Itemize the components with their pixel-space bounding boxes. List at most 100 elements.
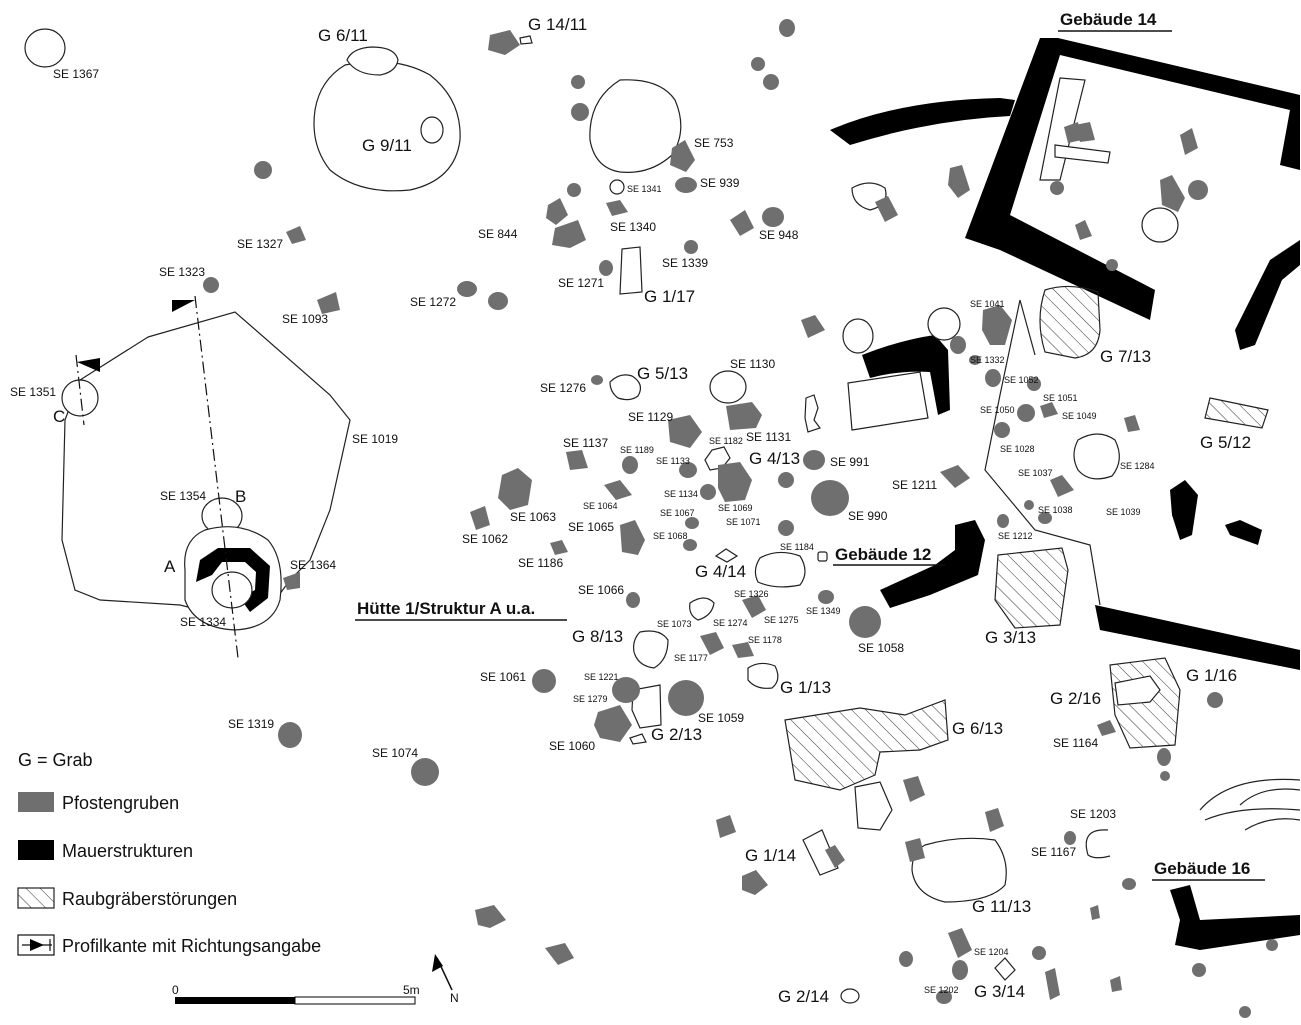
gebaeude-12-label: Gebäude 12 xyxy=(835,545,931,564)
disturbance-g7-13 xyxy=(1039,285,1101,359)
profile-letter-a: A xyxy=(164,557,176,576)
feature-label: SE 1131 xyxy=(746,430,791,444)
feature-label: SE 1028 xyxy=(1000,444,1035,454)
scale-bar-white xyxy=(294,996,416,1005)
feature-label: SE 1019 xyxy=(352,432,398,446)
feature-label: SE 1167 xyxy=(1031,845,1076,859)
post-pits xyxy=(203,19,1278,1018)
feature-label: SE 1349 xyxy=(806,606,841,616)
feature-label: SE 1064 xyxy=(583,501,618,511)
feature-label: SE 1334 xyxy=(180,615,226,629)
gebaeude-14-inner-outline xyxy=(1039,77,1086,181)
gebaeude-16-wall-east xyxy=(1095,605,1300,670)
building-labels: Gebäude 14 Gebäude 12 Gebäude 16 Hütte 1… xyxy=(357,10,1250,878)
feature-label: SE 1067 xyxy=(660,508,695,518)
feature-label: SE 1340 xyxy=(610,220,656,234)
feature-label: SE 1271 xyxy=(558,276,604,290)
feature-label: SE 1182 xyxy=(709,436,743,446)
feature-label: SE 1332 xyxy=(970,355,1005,365)
legend-pfosten-swatch xyxy=(18,792,54,812)
building-16-arc-a xyxy=(1199,778,1301,811)
profile-arrow-c xyxy=(77,358,100,372)
feature-pit-d xyxy=(854,781,893,831)
feature-label: SE 1272 xyxy=(410,295,456,309)
feature-label: SE 1058 xyxy=(858,641,904,655)
feature-se1130-outline xyxy=(709,370,747,404)
feature-label: SE 1037 xyxy=(1018,468,1053,478)
grave-label: G 8/13 xyxy=(572,627,623,646)
feature-label: SE 1203 xyxy=(1070,807,1116,821)
feature-se1284-line xyxy=(984,299,1101,606)
feature-labels: SE 1367 SE 1327 SE 1323 SE 1093 SE 1351 … xyxy=(10,67,1155,995)
north-arrow-head xyxy=(432,954,443,972)
feature-label: SE 1052 xyxy=(1004,375,1039,385)
feature-label: SE 1276 xyxy=(540,381,586,395)
feature-label: SE 1130 xyxy=(730,357,775,371)
feature-label: SE 1275 xyxy=(764,615,799,625)
feature-se1351-outline xyxy=(61,379,99,417)
gebaeude-12-wall-north xyxy=(862,335,950,415)
feature-label: SE 1066 xyxy=(578,583,624,597)
feature-se1203-outline xyxy=(1085,829,1111,859)
gebaeude-14-inner-pit xyxy=(1141,207,1179,243)
grave-label: G 14/11 xyxy=(528,15,587,34)
legend-mauer: Mauerstrukturen xyxy=(62,841,193,861)
north-arrow: N xyxy=(432,954,459,1005)
profile-letter-c: C xyxy=(53,407,65,426)
feature-tiny-outline xyxy=(629,733,647,745)
grave-g9-11-inner xyxy=(420,116,444,144)
huette-label: Hütte 1/Struktur A u.a. xyxy=(357,599,535,618)
feature-label: SE 1186 xyxy=(518,556,563,570)
grave-g2-13-outline xyxy=(631,684,662,729)
feature-label: SE 1189 xyxy=(620,445,654,455)
grave-g6-11-outline xyxy=(346,46,399,76)
feature-label: SE 1134 xyxy=(664,489,698,499)
feature-label: SE 1039 xyxy=(1106,507,1141,517)
grave-g1-13-outline xyxy=(747,662,779,689)
feature-se1367-outline xyxy=(24,28,66,68)
feature-label: SE 1284 xyxy=(1120,461,1155,471)
feature-label: SE 1065 xyxy=(568,520,614,534)
gebaeude-16-wall xyxy=(1170,885,1300,950)
grave-label: G 6/11 xyxy=(318,26,368,45)
legend-raub-swatch xyxy=(17,887,55,909)
scale-bar-zero: 0 xyxy=(172,983,179,997)
feature-label: SE 1129 xyxy=(628,410,673,424)
grave-g8-13-outline xyxy=(633,630,669,669)
feature-label: SE 1364 xyxy=(290,558,336,572)
feature-se1073-outline xyxy=(689,597,715,621)
grave-g1-14-outline xyxy=(802,829,839,876)
gebaeude-14-walls xyxy=(965,38,1300,320)
scale-bar-black xyxy=(175,997,295,1004)
feature-label: SE 1049 xyxy=(1062,411,1097,421)
grave-label: G 1/17 xyxy=(644,287,695,306)
legend-profil: Profilkante mit Richtungsangabe xyxy=(62,936,321,956)
gebaeude-12-wall-south xyxy=(880,520,985,608)
feature-se1184-outline xyxy=(754,551,806,588)
feature-label: SE 948 xyxy=(759,228,799,242)
feature-label: SE 1164 xyxy=(1053,736,1098,750)
feature-label: SE 1354 xyxy=(160,489,206,503)
grave-label: G 2/16 xyxy=(1050,689,1101,708)
grave-label: G 5/12 xyxy=(1200,433,1251,452)
feature-label: SE 1133 xyxy=(656,456,690,466)
grave-label: G 4/13 xyxy=(749,449,800,468)
grave-label: G 1/16 xyxy=(1186,666,1237,685)
grave-g4-14-outline xyxy=(714,548,739,563)
disturbance-g6-13 xyxy=(784,699,949,791)
feature-label: SE 1177 xyxy=(674,653,708,663)
feature-label: SE 1323 xyxy=(159,265,205,279)
feature-small-square xyxy=(817,551,828,562)
feature-label: SE 1211 xyxy=(892,478,937,492)
feature-label: SE 1073 xyxy=(657,619,692,629)
feature-label: SE 1204 xyxy=(974,947,1009,957)
grave-label: G 1/14 xyxy=(745,846,796,865)
gebaeude-14-wall-west xyxy=(830,98,1015,145)
feature-label: SE 1093 xyxy=(282,312,328,326)
feature-label: SE 1041 xyxy=(970,299,1005,309)
grave-labels: G 6/11 G 14/11 G 9/11 G 1/17 G 5/13 G 4/… xyxy=(318,15,1251,1006)
gebaeude-14-label: Gebäude 14 xyxy=(1060,10,1157,29)
profile-letter-labels: A B C xyxy=(53,407,246,576)
gebaeude-14-inner-slab xyxy=(1054,144,1111,164)
